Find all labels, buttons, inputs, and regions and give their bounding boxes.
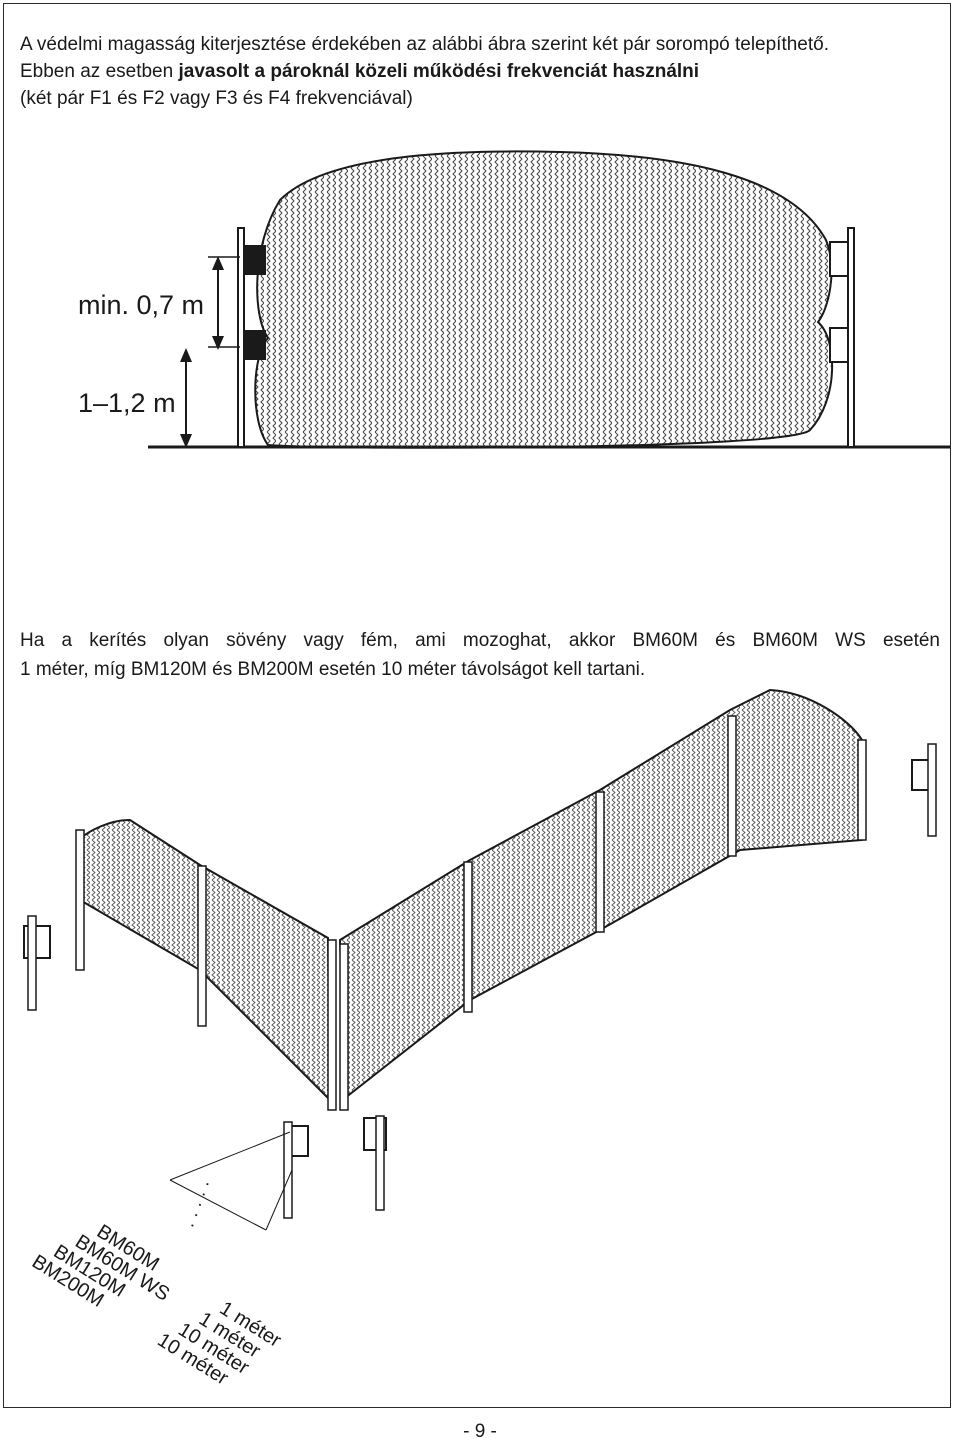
intro-text: A védelmi magasság kiterjesztése érdekéb… [20, 31, 940, 112]
fence-distance-diagram: · · · · · BM60M BM60M WS BM120M BM200M 1… [23, 688, 937, 1390]
fence-post-2 [197, 865, 207, 1027]
receiver-upper-right [829, 241, 849, 277]
page-number: - 9 - [463, 1421, 497, 1442]
page-frame [3, 3, 951, 1408]
left-post [237, 227, 245, 448]
barrier-unit-front-right [363, 1115, 387, 1211]
dim-lower-arrowhead-top [180, 348, 192, 362]
note-line-2: 1 méter, míg BM120M és BM200M esetén 10 … [20, 659, 646, 680]
dim-upper-arrowhead-top [212, 256, 224, 270]
intro-line-2-bold: javasolt a pároknál közeli működési frek… [178, 61, 700, 82]
dotted-separator: · · · · · [181, 1178, 217, 1232]
distance-labels: 1 méter 1 méter 10 méter 10 méter [153, 1297, 285, 1389]
note-line-1: Ha a kerítés olyan sövény vagy fém, ami … [20, 630, 940, 651]
fence-post-4 [339, 943, 349, 1111]
barrier-unit-front-left [283, 1121, 309, 1219]
fence-post-7 [727, 715, 737, 857]
dim-upper-label: min. 0,7 m [78, 290, 204, 320]
intro-line-2: Ebben az esetben javasolt a pároknál köz… [20, 58, 940, 85]
intro-line-3: (két pár F1 és F2 vagy F3 és F4 frekvenc… [20, 88, 413, 109]
barrier-unit-far-right [911, 743, 937, 837]
transmitter-upper-left [244, 245, 266, 275]
barrier-unit-far-left [23, 915, 51, 1011]
fence-post-8 [857, 739, 867, 841]
fence-post-3 [327, 939, 337, 1111]
intro-line-1: A védelmi magasság kiterjesztése érdekéb… [20, 34, 830, 55]
model-labels: BM60M BM60M WS BM120M BM200M [28, 1220, 173, 1311]
hedge-shape [254, 150, 834, 449]
dim-lower-arrowhead-bottom [180, 434, 192, 448]
distance-guide-upper [169, 1131, 291, 1181]
fence-post-5 [463, 861, 473, 1013]
distance-guide-lower [169, 1179, 267, 1231]
dim-upper-arrowhead-bottom [212, 336, 224, 350]
transmitter-lower-left [244, 330, 266, 360]
receiver-lower-right [829, 327, 849, 363]
fence-post-1 [75, 829, 85, 971]
hedge-barrier-diagram: min. 0,7 m 1–1,2 m [78, 150, 950, 449]
distance-guide-right [265, 1169, 293, 1231]
intro-line-2-plain: Ebben az esetben [20, 61, 179, 82]
fence-post-6 [595, 791, 605, 933]
dim-lower-label: 1–1,2 m [78, 388, 176, 418]
fence-note: Ha a kerítés olyan sövény vagy fém, ami … [20, 626, 940, 684]
